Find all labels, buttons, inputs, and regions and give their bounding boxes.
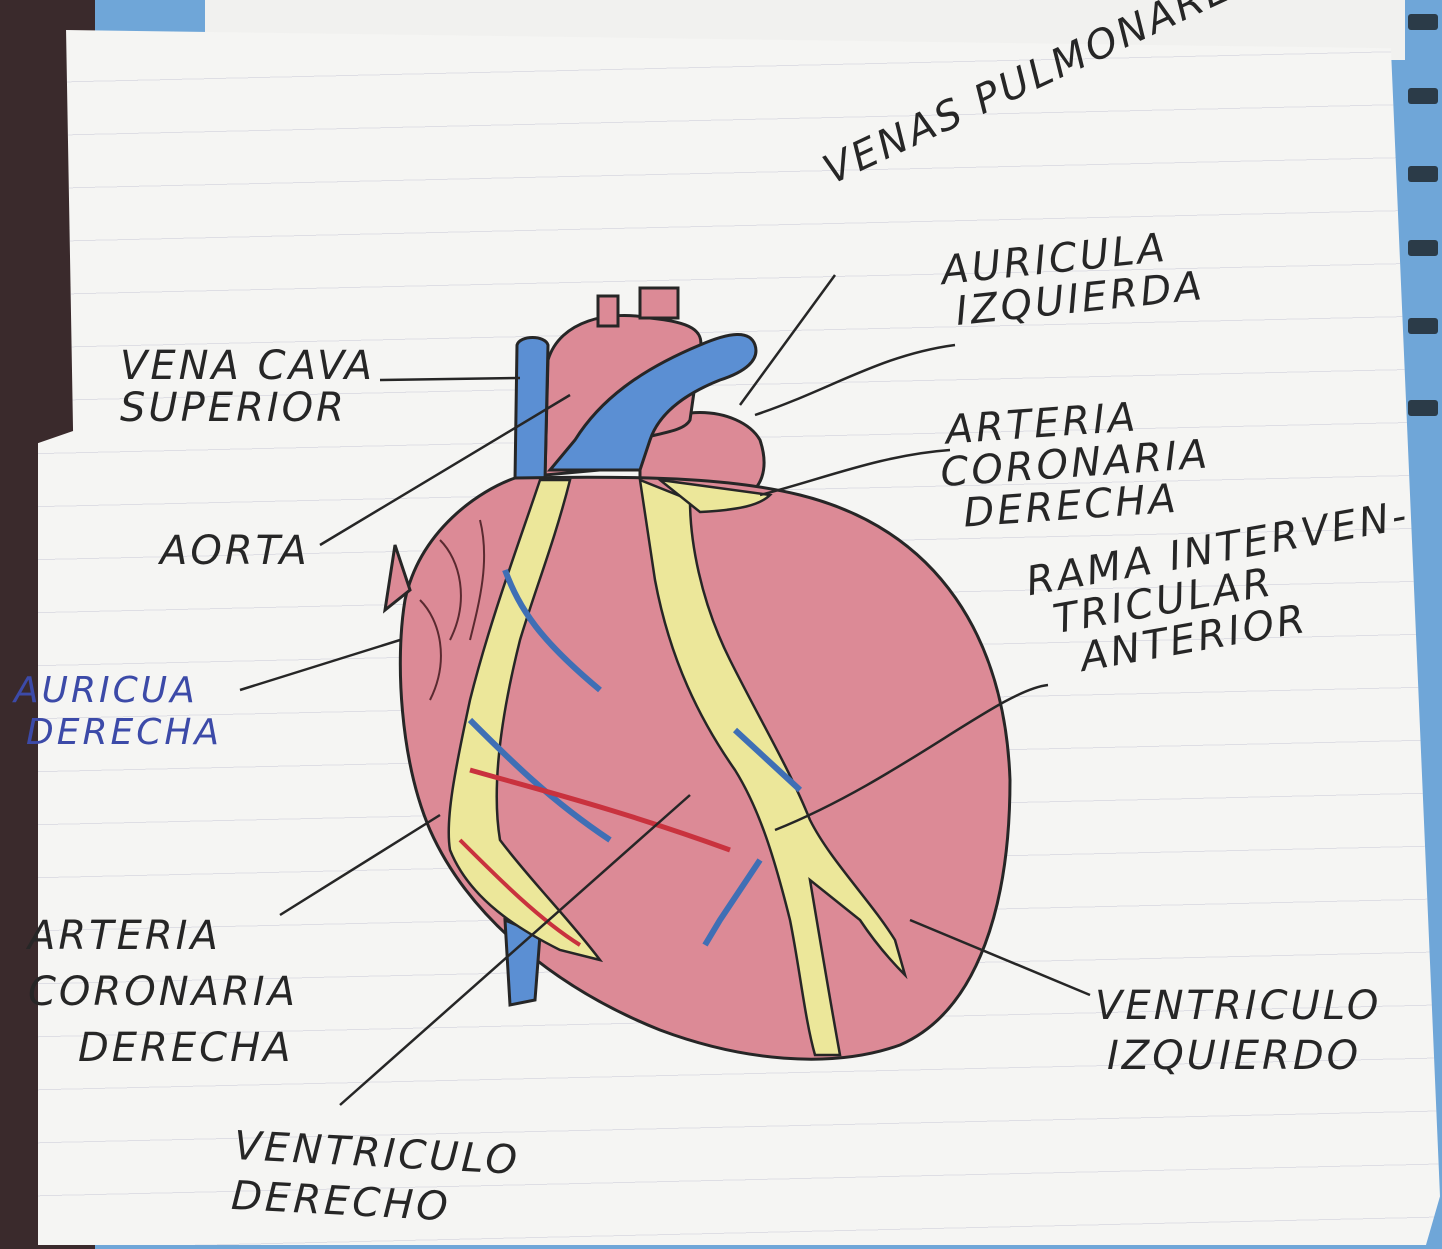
leader-arteria-coronaria-bottom — [280, 815, 440, 915]
leader-auricula-derecha — [240, 640, 400, 690]
label-vena-cava-superior: VENA CAVA SUPERIOR — [120, 345, 375, 429]
label-aorta: AORTA — [160, 530, 310, 572]
label-ventriculo-izquierdo: VENTRICULO IZQUIERDO — [1095, 985, 1381, 1077]
leader-venas-pulmonares — [740, 275, 835, 405]
aorta-branch-1 — [598, 296, 618, 326]
leader-auricula-izquierda — [755, 345, 955, 415]
superior-vena-cava-shape — [515, 338, 548, 481]
label-arteria-coronaria-derecha-top: ARTERIA CORONARIA DERECHA — [936, 391, 1214, 536]
leader-vena-cava — [380, 378, 520, 380]
label-arteria-coronaria-derecha-bottom: ARTERIA CORONARIA DERECHA — [28, 915, 298, 1069]
leader-arteria-coronaria-top — [760, 450, 950, 495]
label-ventriculo-derecho: VENTRICULO DERECHO — [230, 1125, 521, 1232]
label-auricula-derecha: AURICUA DERECHA — [14, 670, 222, 754]
aorta-branch-2 — [640, 288, 678, 318]
